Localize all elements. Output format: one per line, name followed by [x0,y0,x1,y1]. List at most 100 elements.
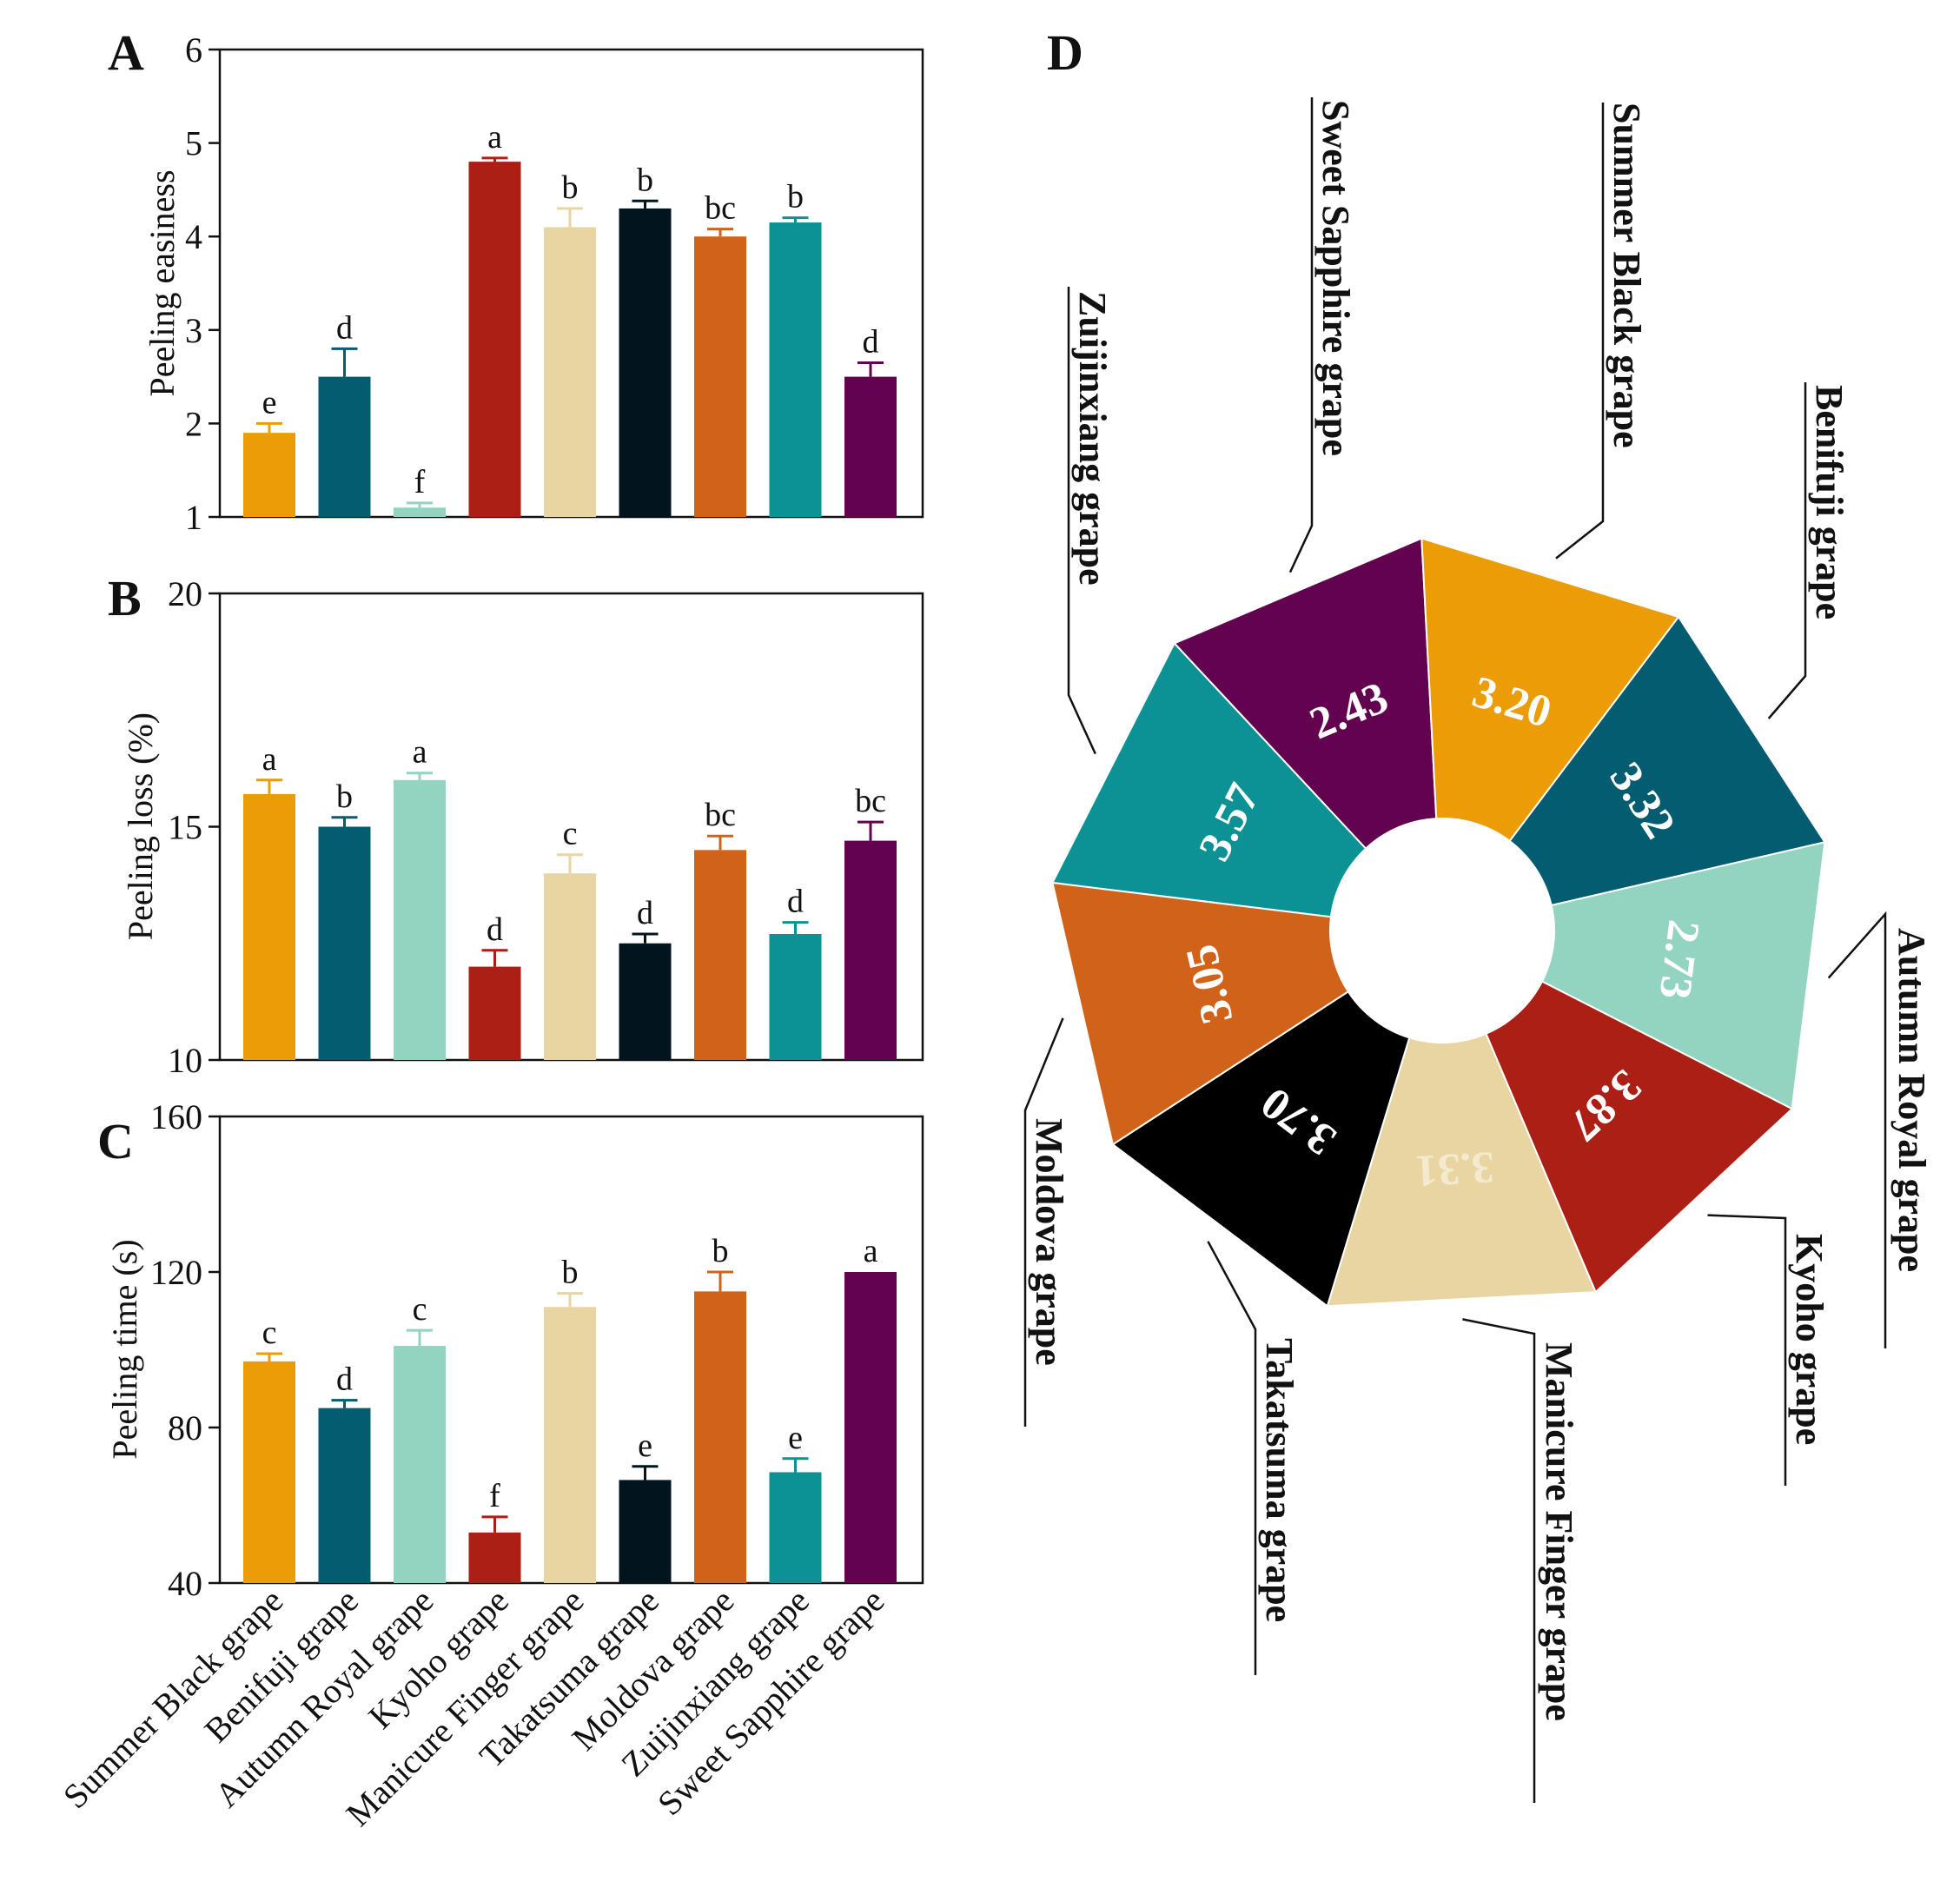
panel-b-bar [394,779,446,1060]
panel-b-bars: a b a d c d bc d bc [243,734,897,1060]
panel-a-significance-letter: b [787,179,804,215]
panel-letter-c: C [97,1113,134,1169]
panel-a-bar [844,376,897,517]
donut-hole [1329,818,1555,1043]
panel-c-y-tick-label: 160 [150,1097,202,1136]
panel-a-y-axis-title: Peeling easiness [142,169,182,396]
panel-b-peeling-loss: 10 15 20 a b a d c d bc d bc Peeling loss (%) [121,574,924,1080]
donut-leader-line [1767,382,1807,719]
panel-b-bar [544,873,596,1060]
donut-category-label: Sweet Sapphire grape [1314,100,1357,456]
panel-a-significance-letter: f [414,464,426,500]
donut-category-label: Moldova grape [1028,1118,1070,1366]
panel-a-bar [694,236,746,517]
panel-b-significance-letter: bc [855,783,886,819]
panel-b-y-ticks: 10 15 20 [168,574,220,1080]
panel-b-significance-letter: a [413,734,427,771]
panel-c-significance-letter: d [336,1361,353,1398]
panel-b-bar [769,934,822,1060]
panel-a-bar [243,433,295,517]
panel-a-bar [544,227,596,517]
panel-a-bar [468,162,521,517]
panel-b-significance-letter: d [487,911,503,948]
donut-category-label: Zuijinxiang grape [1071,291,1114,586]
panel-b-y-tick-label: 15 [168,808,202,847]
donut-leader-line [1707,1214,1787,1486]
panel-b-bar [694,850,746,1060]
panel-a-y-ticks: 1 2 3 4 5 6 [185,30,220,537]
donut-category-label: Summer Black grape [1606,103,1648,448]
panel-a-bar [318,376,371,517]
panel-c-significance-letter: c [413,1291,427,1328]
panel-c-y-tick-label: 40 [168,1564,202,1603]
panel-a-significance-letter: bc [705,190,736,227]
panel-c-bar [394,1346,446,1583]
panel-b-significance-letter: c [563,816,578,852]
panel-c-bar [694,1291,746,1583]
panel-c-bar [844,1272,897,1583]
panel-a-y-tick-label: 2 [185,404,202,443]
panel-a-y-tick-label: 3 [185,311,202,350]
panel-c-significance-letter: b [562,1255,579,1291]
panel-a-bar [769,222,822,517]
panel-c-significance-letter: a [864,1233,878,1269]
panel-b-significance-letter: a [262,741,277,778]
donut-leader-line [1023,1017,1064,1427]
panel-a-bar [394,507,446,517]
panel-c-y-axis-title: Peeling time (s) [105,1239,144,1459]
panel-b-y-tick-label: 10 [168,1041,202,1080]
donut-leader-line [1462,1318,1536,1803]
donut-leader-lines: Sweet Sapphire grape Summer Black grapeBe… [1023,97,1933,1803]
donut-category-label: Takatsuma grape [1258,1338,1301,1622]
panel-c-bar [243,1361,295,1583]
panel-b-bar [619,943,672,1060]
panel-b-bar [243,793,295,1060]
donut-sector [1050,641,1445,932]
donut-value-label: 3.31 [1414,1142,1495,1196]
panel-c-bar [544,1307,596,1583]
panel-b-y-axis-title: Peeling loss (%) [121,712,160,940]
panel-b-bar [844,840,897,1060]
panel-b-y-tick-label: 20 [168,574,202,613]
panel-c-significance-letter: c [262,1315,277,1351]
panel-a-y-tick-label: 6 [185,30,202,70]
panel-c-y-tick-label: 80 [168,1408,202,1447]
panel-c-bar [468,1532,521,1583]
panel-a-y-tick-label: 5 [185,124,202,163]
panel-b-bar [468,966,521,1060]
panel-c-y-tick-label: 120 [150,1253,202,1292]
donut-leader-line [1288,97,1314,573]
donut-category-label: Kyoho grape [1788,1234,1831,1445]
panel-b-significance-letter: b [336,778,353,815]
donut-leader-line [1067,287,1096,755]
panel-a-y-tick-label: 1 [185,498,202,537]
panel-letter-b: B [108,570,142,626]
panel-a-significance-letter: b [562,169,579,206]
panel-c-bar [769,1472,822,1583]
donut-leader-line [1207,1241,1257,1675]
panel-letter-a: A [108,24,144,81]
panel-c-significance-letter: f [489,1478,500,1514]
panel-a-significance-letter: e [262,384,277,421]
panel-a-y-tick-label: 4 [185,217,202,256]
panel-c-significance-letter: e [638,1428,652,1464]
panel-a-significance-letter: d [863,323,879,360]
panel-b-significance-letter: bc [705,797,736,833]
panel-b-significance-letter: d [787,884,804,920]
panel-c-y-ticks: 40 80 120 160 [150,1097,220,1603]
donut-category-label: Benifuji grape [1808,385,1851,619]
donut-category-label: Manicure Finger grape [1538,1342,1580,1721]
panel-c-significance-letter: e [788,1420,803,1456]
panel-a-bar [619,208,672,518]
panel-c-bar [318,1408,371,1583]
panel-letter-d: D [1047,24,1083,81]
panel-a-significance-letter: b [637,162,653,198]
donut-value-label: 2.73 [1650,918,1709,1002]
panel-b-significance-letter: d [637,895,653,931]
